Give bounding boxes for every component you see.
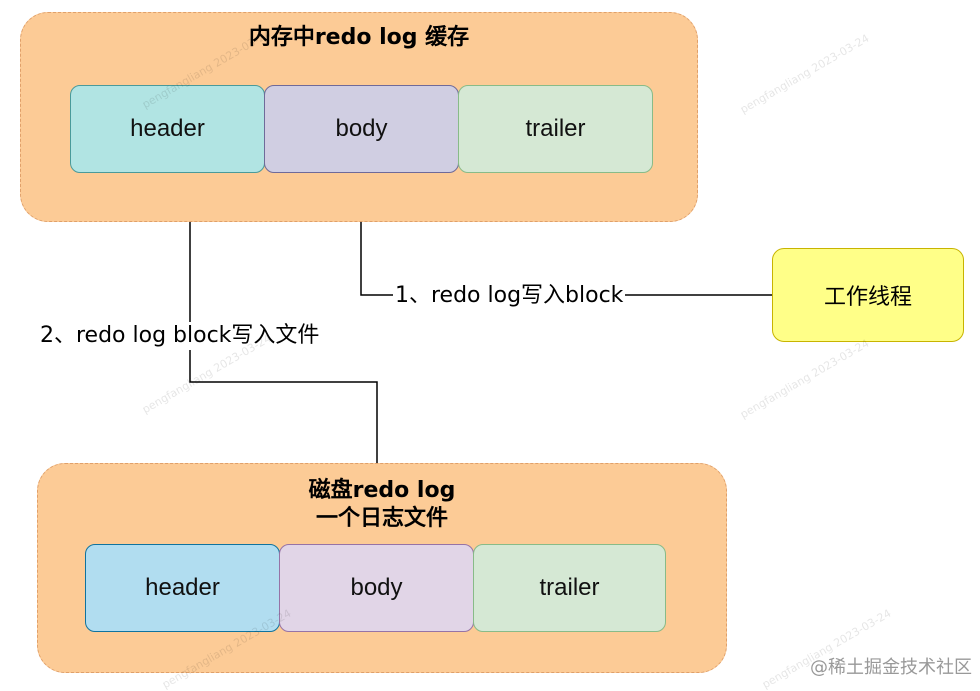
memory-cache-title: 内存中redo log 缓存 [248,25,470,50]
disk-trailer-block: trailer [473,544,666,632]
worker-thread-node: 工作线程 [772,248,964,342]
disk-title-line2: 一个日志文件 [315,506,448,531]
memory-trailer-block: trailer [458,85,653,173]
memory-body-block: body [264,85,459,173]
edge-label-write-file: 2、redo log block写入文件 [38,322,322,350]
site-watermark: @稀土掘金技术社区 [810,657,972,678]
disk-header-block: header [85,544,280,632]
edge-label-write-block: 1、redo log写入block [393,282,626,310]
memory-header-block: header [70,85,265,173]
arrow-write-file [189,222,382,544]
disk-title-line1: 磁盘redo log [308,478,456,503]
disk-body-block: body [279,544,474,632]
